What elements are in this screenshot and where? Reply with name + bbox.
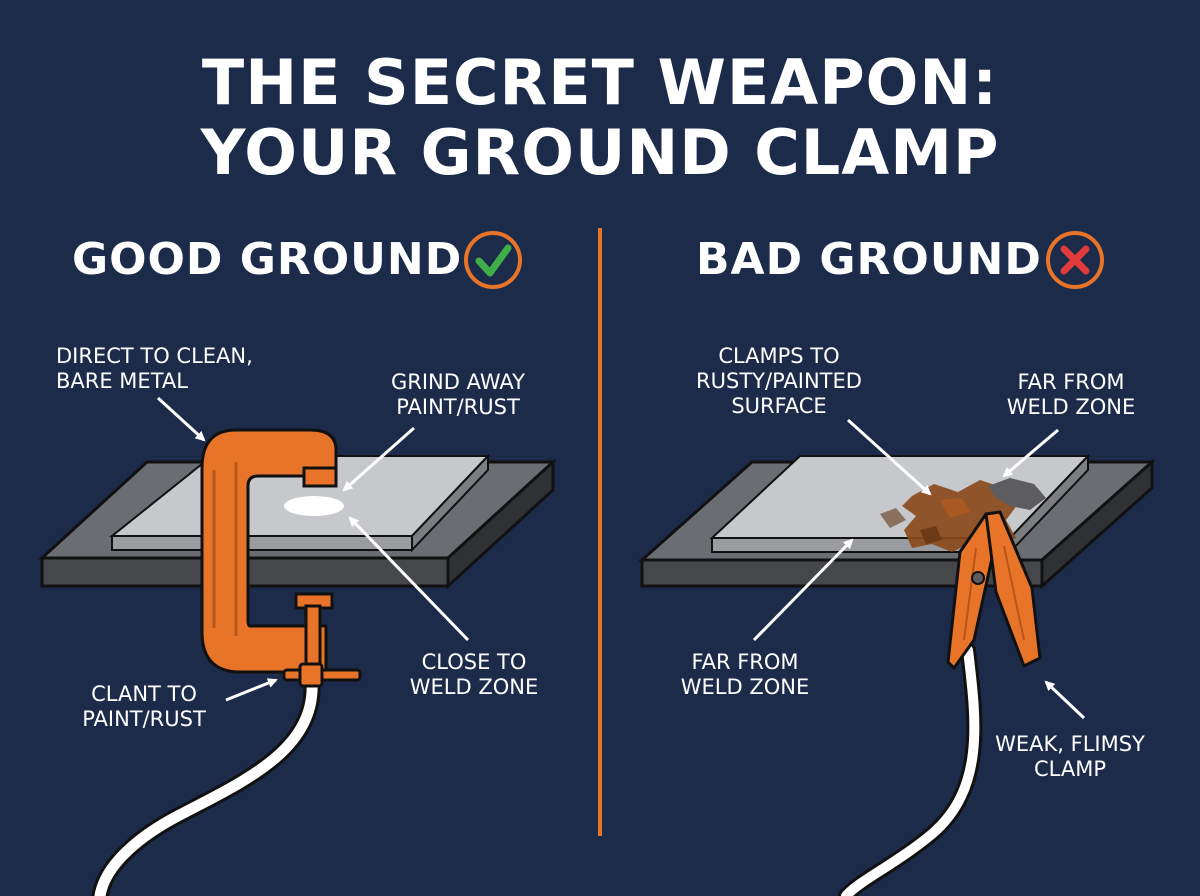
x-circle-icon	[1046, 231, 1104, 289]
panel-divider	[598, 228, 602, 836]
c-clamp-icon	[200, 428, 362, 688]
bare-metal-spot	[284, 496, 344, 516]
page-title: THE SECRET WEAPON: YOUR GROUND CLAMP	[0, 48, 1200, 188]
arrow-far-top	[1002, 428, 1059, 478]
label-weak-flimsy: WEAK, FLIMSY CLAMP	[995, 732, 1145, 781]
arrow-clant	[225, 678, 278, 702]
label-far-from-weld-bottom: FAR FROM WELD ZONE	[680, 650, 810, 699]
label-far-from-weld-top: FAR FROM WELD ZONE	[1006, 370, 1136, 419]
bad-ground-cable-outline	[838, 642, 983, 896]
label-grind-away: GRIND AWAY PAINT/RUST	[390, 370, 525, 419]
title-line-1: THE SECRET WEAPON:	[201, 46, 999, 119]
arrow-direct	[156, 396, 206, 442]
label-clamps-to-rusty: CLAMPS TO RUSTY/PAINTED SURFACE	[696, 344, 862, 418]
arrow-close	[348, 516, 470, 642]
spring-clamp-icon	[946, 510, 1042, 670]
check-circle-icon	[464, 231, 522, 289]
label-direct-to-clean: DIRECT TO CLEAN, BARE METAL	[56, 344, 253, 393]
arrow-grind	[342, 426, 415, 492]
arrow-far-bottom	[752, 538, 854, 642]
arrow-weak	[1044, 680, 1086, 720]
bad-ground-cable	[841, 645, 980, 896]
good-ground-cable	[94, 676, 318, 896]
good-ground-heading: GOOD GROUND	[72, 234, 463, 285]
title-line-2: YOUR GROUND CLAMP	[200, 116, 1000, 189]
label-close-to-weld: CLOSE TO WELD ZONE	[409, 650, 539, 699]
arrow-rusty	[846, 418, 932, 496]
label-clant-to-paint: CLANT TO PAINT/RUST	[82, 682, 206, 731]
bad-ground-heading: BAD GROUND	[696, 234, 1042, 285]
